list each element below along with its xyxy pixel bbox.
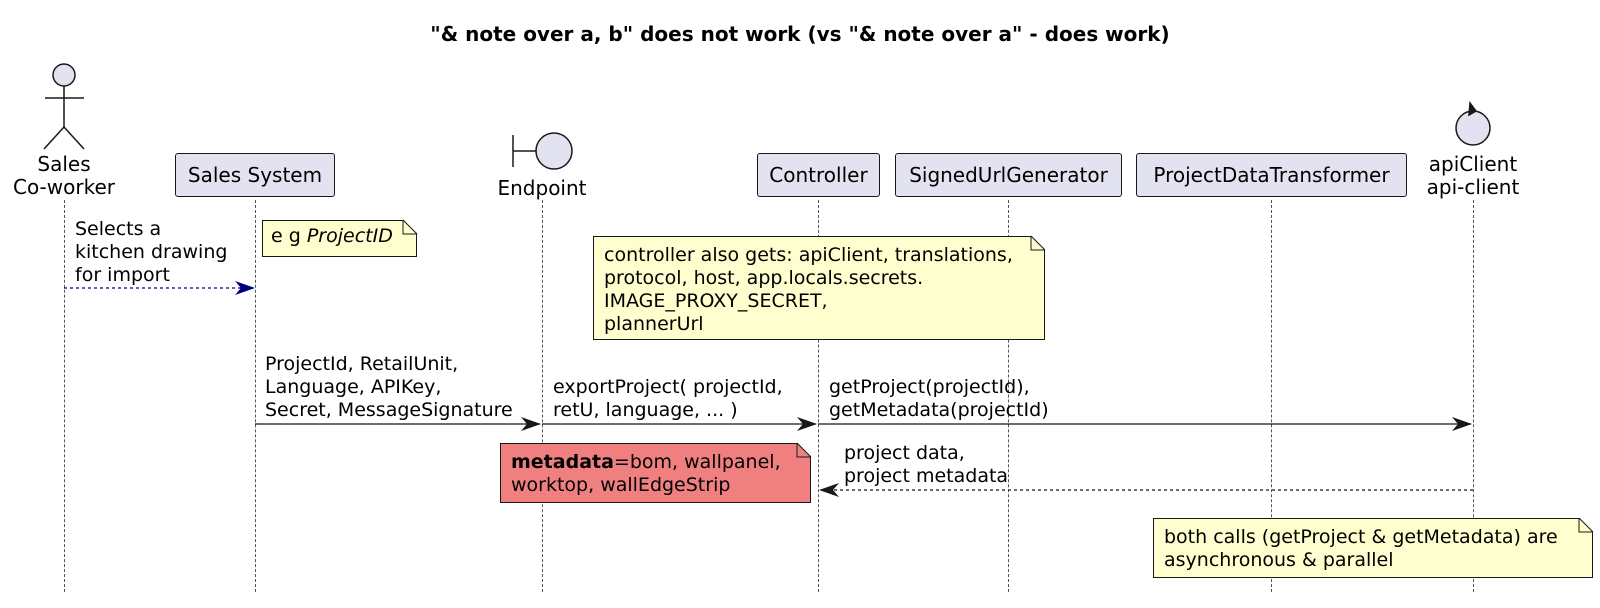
participant-endpoint: Endpoint	[497, 176, 587, 200]
message-project-id: ProjectId, RetailUnit, Language, APIKey,…	[265, 353, 513, 421]
boundary-icon	[512, 132, 573, 170]
control-icon	[1455, 100, 1491, 146]
participant-controller: Controller	[757, 153, 880, 197]
note-metadata-bold: metadata	[511, 451, 614, 473]
note-metadata-rest: =bom, wallpanel, worktop, wallEdgeStrip	[511, 451, 781, 496]
note-metadata: metadata=bom, wallpanel, worktop, wallEd…	[500, 443, 811, 503]
message-get-project: getProject(projectId), getMetadata(proje…	[829, 376, 1049, 421]
lifeline-endpoint	[542, 200, 543, 592]
participant-sales-system: Sales System	[175, 153, 335, 197]
note-controller-gets: controller also gets: apiClient, transla…	[593, 236, 1045, 340]
participant-sales-coworker: Sales Co-worker	[12, 152, 115, 199]
message-export-project: exportProject( projectId, retU, language…	[553, 376, 783, 421]
message-selects: Selects a kitchen drawing for import	[75, 218, 228, 286]
lifeline-project-data-transformer	[1271, 200, 1272, 592]
participant-project-data-transformer: ProjectDataTransformer	[1136, 153, 1407, 197]
participant-signed-url-generator: SignedUrlGenerator	[895, 153, 1122, 197]
lifeline-controller	[818, 200, 819, 592]
note-eg-prefix: e g	[271, 225, 307, 247]
lifeline-api-client	[1473, 200, 1474, 592]
actor-icon	[43, 63, 85, 150]
note-both-calls: both calls (getProject & getMetadata) ar…	[1153, 518, 1593, 578]
message-project-data: project data, project metadata	[844, 442, 1009, 487]
note-eg-italic: ProjectID	[306, 225, 393, 247]
diagram-title: "& note over a, b" does not work (vs "& …	[430, 22, 1170, 46]
lifeline-signed-url-generator	[1008, 200, 1009, 592]
note-eg-projectid: e g ProjectID	[262, 220, 417, 257]
lifeline-sales-coworker	[64, 200, 65, 592]
lifeline-sales-system	[255, 200, 256, 592]
participant-api-client: apiClient api-client	[1426, 152, 1520, 199]
